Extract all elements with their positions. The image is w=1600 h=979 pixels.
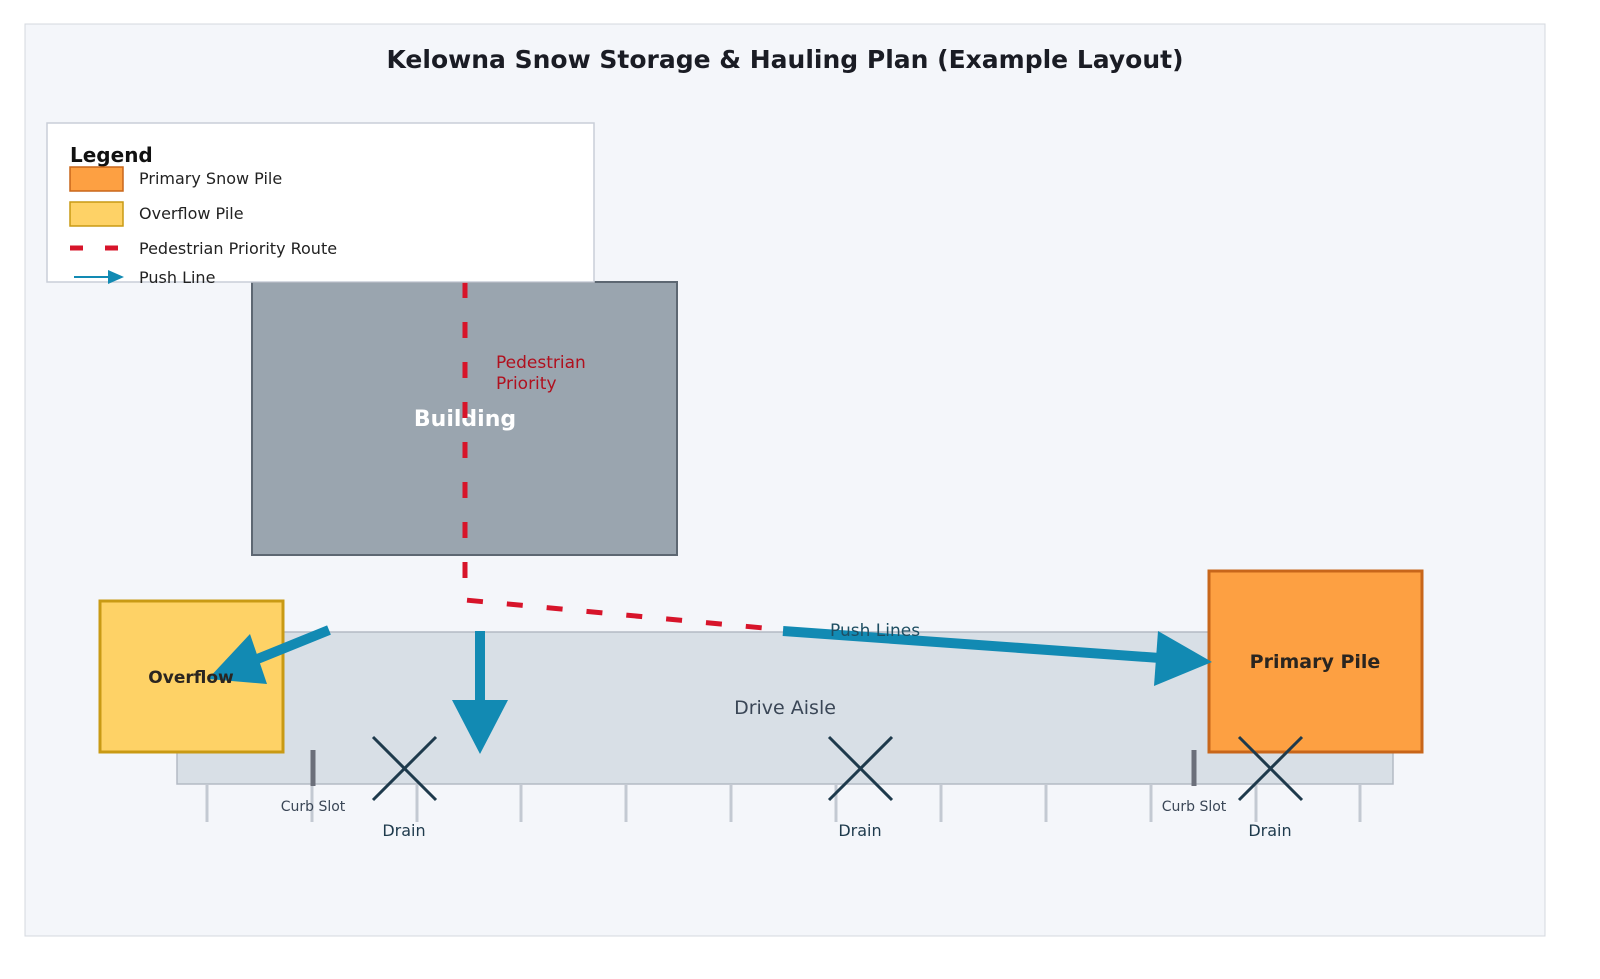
pedestrian-label-line2: Priority — [496, 374, 557, 394]
push-arrow-right-shaft — [782, 626, 1161, 663]
push-arrow-right-head — [1154, 631, 1212, 686]
drain-icon — [371, 735, 438, 802]
arrow-right-icon — [108, 270, 124, 284]
overflow-pile-label: Overflow — [148, 668, 234, 688]
drain-label: Drain — [1248, 821, 1291, 840]
legend-box — [46, 122, 595, 283]
legend: Legend Primary Snow Pile Overflow Pile P… — [46, 122, 595, 287]
drain-label: Drain — [838, 821, 881, 840]
legend-item-label: Overflow Pile — [139, 204, 244, 223]
drain-icon — [827, 735, 894, 802]
primary-pile — [1207, 569, 1424, 754]
push-lines-label: Push Lines — [830, 621, 920, 641]
drain-icon — [1237, 735, 1304, 802]
push-arrow-left-head — [208, 634, 267, 684]
drive-aisle-label: Drive Aisle — [734, 697, 836, 719]
primary-pile-swatch — [69, 166, 124, 192]
legend-item-label: Pedestrian Priority Route — [139, 239, 337, 258]
legend-heading: Legend — [70, 143, 153, 167]
push-arrow-left-shaft — [248, 625, 331, 667]
push-lines — [208, 625, 1212, 754]
push-arrow-down-head — [452, 700, 508, 754]
curb-slot-label: Curb Slot — [1162, 799, 1227, 815]
legend-item-label: Primary Snow Pile — [139, 169, 282, 188]
pedestrian-label-line1: Pedestrian — [496, 353, 586, 373]
diagram-title: Kelowna Snow Storage & Hauling Plan (Exa… — [386, 45, 1183, 74]
overflow-pile-swatch — [69, 201, 124, 227]
legend-item-label: Push Line — [139, 268, 215, 287]
pedestrian-priority-route — [462, 282, 786, 633]
drain-label: Drain — [382, 821, 425, 840]
curb-slot-label: Curb Slot — [281, 799, 346, 815]
parking-stall-ticks — [205, 785, 1362, 822]
primary-pile-label: Primary Pile — [1250, 651, 1381, 673]
